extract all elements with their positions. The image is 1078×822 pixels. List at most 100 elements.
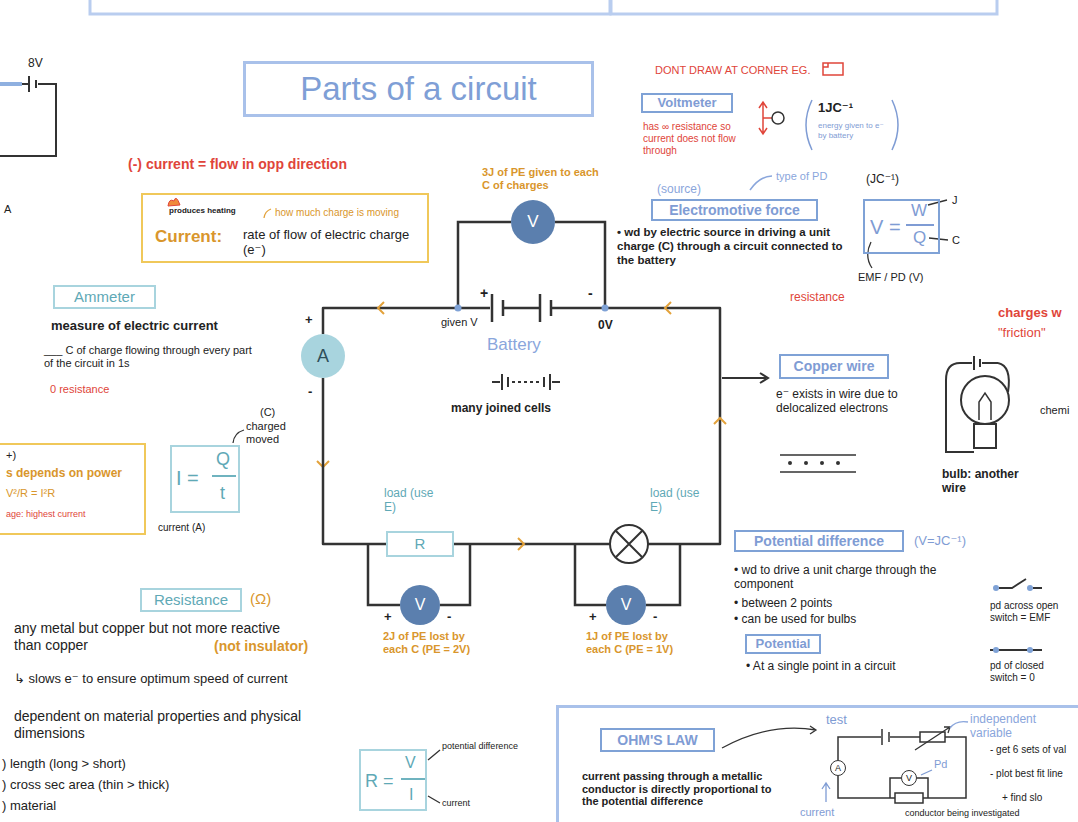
rheostat-symbol [915, 727, 950, 750]
cut-panel [611, 0, 997, 14]
cell-symbol [502, 300, 505, 316]
note-text: given V [441, 316, 483, 329]
node-text: Potential difference [754, 533, 884, 549]
flame-icon [168, 198, 180, 206]
note-text: chemi [1040, 404, 1069, 417]
corner-icon [823, 63, 828, 67]
node-text: produces heating [169, 206, 236, 215]
note-text: bulb: another wire [942, 467, 1037, 496]
open-switch [1027, 585, 1033, 591]
note-text: Battery [487, 335, 541, 355]
note-text: 0V [598, 318, 613, 332]
note-text: type of PD [776, 170, 827, 183]
note-text: (C) [260, 406, 275, 419]
cell-symbol [35, 80, 37, 88]
note-text: ) material [2, 798, 56, 814]
wire [0, 84, 56, 156]
definition-box: produces heating how much charge is movin… [141, 193, 429, 263]
pointer-arrow [868, 200, 948, 268]
note-text: independent variable [970, 712, 1044, 741]
note-text: (JC⁻¹) [866, 172, 899, 186]
note-text: charges w [998, 305, 1062, 321]
node-text: Ammeter [74, 288, 135, 305]
note-text: 2J of PE lost by each C (PE = 2V) [383, 630, 475, 656]
title-box: Parts of a circuit [243, 61, 594, 117]
bulb-filament [979, 393, 991, 420]
note-text: conductor being investigated [905, 808, 1020, 819]
voltmeter-symbol: V [901, 770, 917, 786]
node-text: rate of flow of electric charge (e⁻) [243, 228, 421, 258]
wire-illustration [780, 455, 856, 472]
note-text: load (use E) [384, 486, 434, 515]
lamp-symbol [610, 525, 648, 563]
battery-symbol [512, 381, 540, 383]
note-text: + [589, 609, 597, 625]
note-text: charged moved [246, 420, 304, 446]
note-text: + [305, 312, 313, 328]
label-box: Copper wire [779, 354, 889, 379]
note-text: + find slo [1002, 792, 1042, 804]
formula-box: I =Qt [170, 445, 240, 513]
note-text: resistance [790, 290, 845, 304]
note-text: - [447, 609, 451, 625]
note-text: C [952, 234, 960, 247]
wire [0, 82, 22, 86]
node-text: V [621, 596, 632, 614]
note-text: current (A) [158, 522, 205, 534]
node-text: how much charge is moving [275, 207, 399, 219]
open-switch [993, 585, 999, 591]
bracket [806, 100, 898, 150]
node-text: current passing through a metallic condu… [582, 770, 782, 808]
node-text: I = [176, 467, 199, 490]
note-text: 1JC⁻¹ [818, 100, 853, 116]
node-text: W [911, 201, 927, 221]
bulb-base [974, 424, 996, 448]
note-text: - get 6 sets of val [990, 744, 1072, 756]
pointer-arrow [722, 726, 816, 748]
voltmeter-symbol [772, 112, 784, 124]
ammeter-symbol: A [830, 760, 846, 776]
node-text: Resistance [154, 591, 228, 608]
open-switch [999, 579, 1042, 588]
fraction-bar [212, 475, 236, 477]
pointer-arrow [722, 373, 768, 383]
note-text: A [4, 203, 11, 216]
note-text: measure of electric current [51, 318, 218, 334]
note-text: (not insulator) [214, 638, 308, 655]
node-text: Potential [756, 637, 811, 652]
note-text: e⁻ exists in wire due to delocalized ele… [776, 387, 916, 416]
electron-dot [804, 461, 808, 465]
node-text: age: highest current [6, 509, 86, 519]
pointer-arrow [950, 722, 968, 728]
voltmeter-symbol: V [400, 585, 440, 625]
fraction-bar [401, 778, 425, 780]
note-text: - [588, 285, 593, 302]
note-text: ___ C of charge flowing through every pa… [44, 344, 254, 370]
pointer-arrow [921, 770, 932, 775]
note-text: • At a single point in a circuit [746, 659, 896, 673]
cut-panel [90, 0, 610, 14]
node-text: +) [6, 449, 16, 462]
ammeter-symbol: A [301, 334, 345, 378]
pointer-arrow [233, 430, 244, 443]
node-text: Copper wire [794, 358, 875, 374]
bulb-circuit [946, 363, 1009, 452]
closed-switch [993, 647, 999, 653]
note-text: load (use E) [650, 486, 700, 515]
note-text: potential difference [442, 741, 518, 752]
resistor-symbol [895, 793, 923, 803]
note-text: pd of closed switch = 0 [990, 660, 1070, 684]
note-box: +)s depends on powerV²/R = I²Rage: highe… [0, 443, 146, 535]
node-text: s depends on power [6, 467, 122, 481]
junction-dot [455, 305, 462, 312]
note-text: + [480, 285, 488, 302]
note-text: energy given to e⁻ by battery [818, 121, 886, 140]
note-text: • between 2 points [734, 596, 832, 610]
voltmeter-symbol: V [606, 585, 646, 625]
closed-switch [1027, 647, 1033, 653]
cell-symbol [882, 729, 889, 745]
electron-dot [836, 461, 840, 465]
circuit-wire [323, 378, 386, 544]
note-text: pd across open switch = EMF [990, 600, 1070, 624]
